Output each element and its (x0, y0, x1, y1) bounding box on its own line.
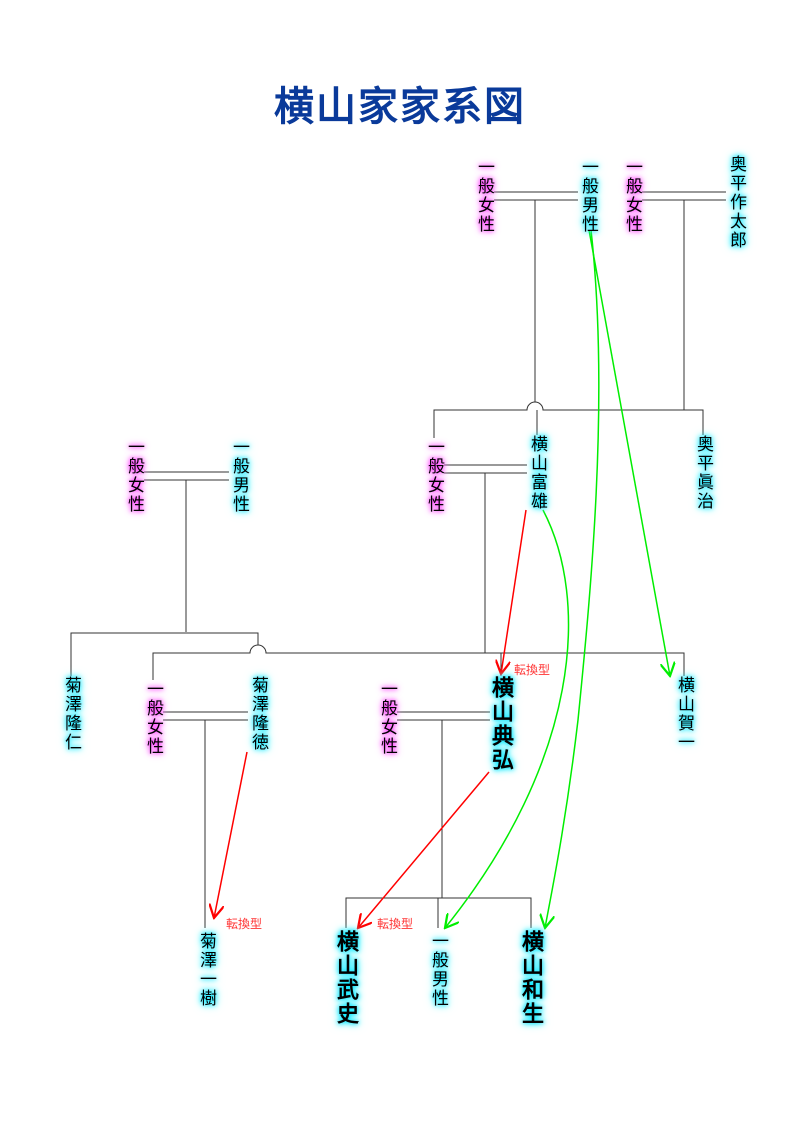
person: 奥平眞治 (693, 435, 713, 511)
person: 菊澤一樹 (196, 932, 216, 1008)
green-arrow (445, 509, 570, 928)
person: 一般女性 (424, 438, 444, 514)
person-highlight: 横山典弘 (488, 676, 514, 772)
person: 横山富雄 (527, 435, 547, 511)
person: 横山賀一 (674, 676, 694, 752)
person: 菊澤隆徳 (248, 676, 268, 752)
page-title: 横山家家系図 (274, 83, 526, 130)
person: 一般女性 (143, 680, 163, 756)
red-arrow (214, 751, 248, 918)
lineage-lines (70, 191, 726, 928)
person: 一般男性 (428, 932, 448, 1008)
person: 一般女性 (377, 680, 397, 756)
person-highlight: 横山武史 (333, 930, 359, 1026)
person: 一般女性 (474, 158, 494, 234)
green-arrow (588, 229, 670, 676)
person: 一般男性 (229, 438, 249, 514)
person: 奥平作太郎 (726, 155, 746, 250)
conversion-label: 転換型 (377, 917, 414, 931)
conversion-label: 転換型 (514, 663, 551, 677)
red-arrow (358, 771, 490, 928)
adoption-arrows (214, 229, 670, 928)
person-highlight: 横山和生 (518, 930, 544, 1026)
person: 一般男性 (578, 158, 598, 234)
person: 菊澤隆仁 (61, 676, 81, 752)
red-arrow (501, 509, 527, 674)
person: 一般女性 (622, 158, 642, 234)
person: 一般女性 (124, 438, 144, 514)
conversion-label: 転換型 (226, 917, 263, 931)
green-arrow (545, 229, 600, 928)
